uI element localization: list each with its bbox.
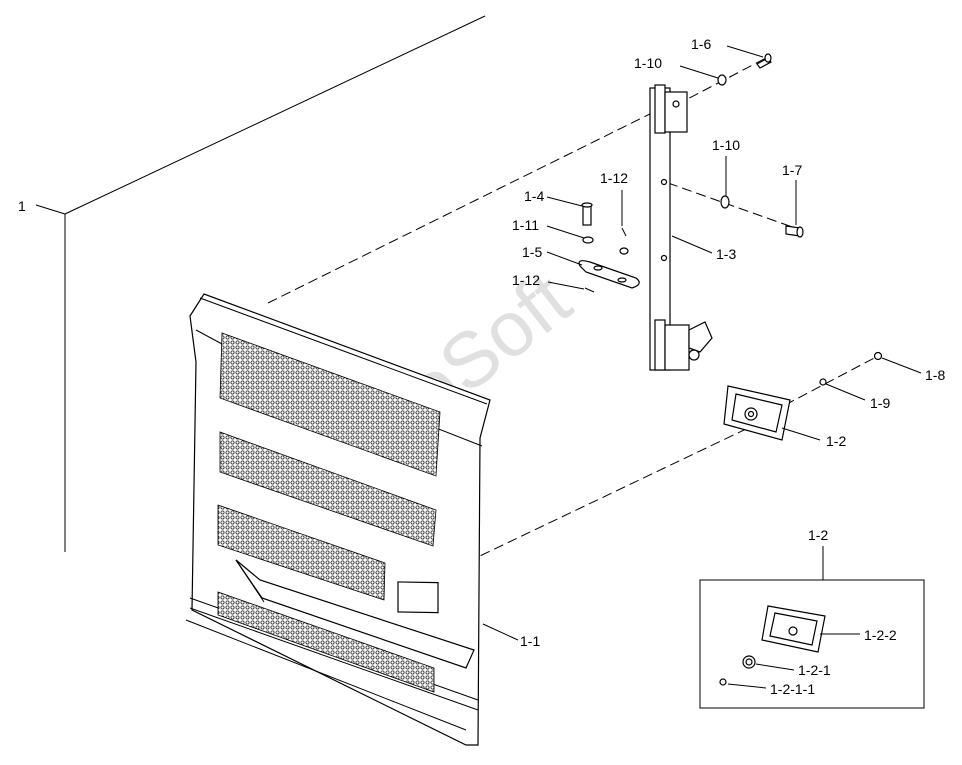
- washer-small: [819, 378, 827, 386]
- leader-line-1-2-1-1: [727, 683, 767, 689]
- label-1-11: 1-11: [512, 217, 539, 233]
- label-1-7: 1-7: [782, 162, 802, 178]
- cotter-pin-upper: [621, 227, 627, 237]
- label-1: 1: [18, 198, 26, 214]
- label-1-1: 1-1: [520, 633, 540, 649]
- leader-line-1-10-upper: [679, 65, 719, 79]
- leader-line-1: [35, 204, 66, 215]
- leader-line-1-2: [781, 427, 821, 441]
- label-1-8: 1-8: [925, 367, 945, 383]
- label-1-6: 1-6: [691, 36, 711, 52]
- label-1-2-2: 1-2-2: [864, 627, 897, 643]
- washer: [582, 236, 594, 244]
- label-1-12-lower: 1-12: [512, 272, 540, 288]
- door-handle: [723, 385, 791, 441]
- nut: [873, 351, 883, 361]
- washer-lower: [720, 195, 730, 209]
- label-1-2-1: 1-2-1: [798, 662, 831, 678]
- bolt-lower: [785, 225, 804, 238]
- assembly-line-handle: [439, 419, 766, 576]
- assembly-line-nut: [784, 355, 879, 406]
- leader-line-1-12-lower: [547, 281, 585, 290]
- leader-line-1-1: [482, 623, 519, 641]
- assembly-line-hinge: [267, 106, 665, 304]
- detail-washer: [719, 678, 727, 686]
- cotter-pin-lower: [584, 287, 595, 293]
- pin: [581, 202, 593, 226]
- label-detail-title: 1-2: [808, 527, 828, 543]
- label-1-10-upper: 1-10: [634, 55, 662, 71]
- label-1-4: 1-4: [524, 188, 544, 204]
- leader-line-1-2-1: [755, 663, 795, 671]
- nut-small: [619, 247, 629, 255]
- label-1-2-1-1: 1-2-1-1: [770, 681, 815, 697]
- label-1-3: 1-3: [716, 246, 736, 262]
- label-1-12-upper: 1-12: [600, 170, 628, 186]
- label-1-5: 1-5: [522, 244, 542, 260]
- hinge-plate: [578, 260, 640, 289]
- leader-line-1-3: [671, 235, 713, 254]
- label-1-10-lower: 1-10: [712, 137, 740, 153]
- bolt-top: [756, 53, 772, 69]
- washer-top: [717, 74, 727, 86]
- detail-handle: [761, 605, 826, 653]
- leader-line-1-9: [825, 383, 866, 401]
- leader-line-1-6: [726, 45, 764, 58]
- door-panel: [185, 293, 491, 746]
- leader-line-1-5: [546, 251, 583, 266]
- leader-line-1-11: [546, 225, 585, 239]
- detail-nut: [742, 655, 756, 669]
- label-1-2: 1-2: [826, 433, 846, 449]
- assembly-line-bolt: [667, 182, 799, 230]
- leader-line-1-8: [881, 357, 922, 374]
- detail-box: [699, 579, 925, 709]
- hinge-bar: [649, 84, 713, 371]
- leader-line-1-4: [546, 196, 583, 207]
- label-1-9: 1-9: [870, 395, 890, 411]
